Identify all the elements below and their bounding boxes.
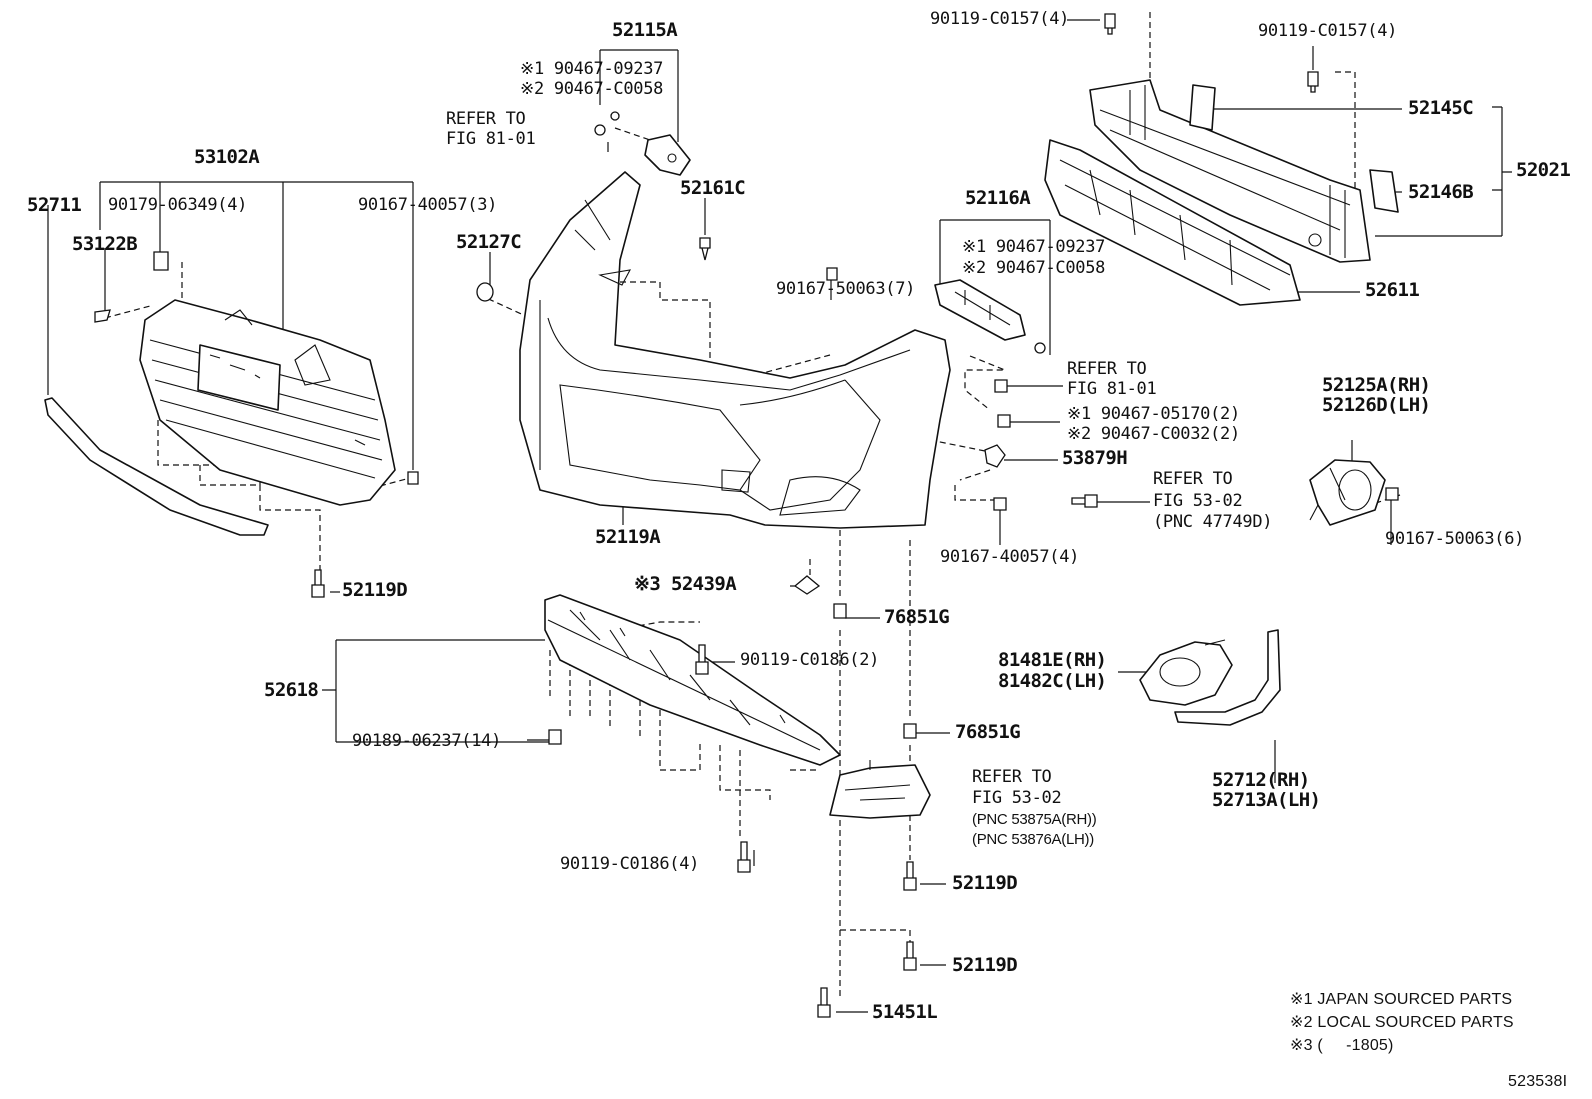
label-90167-40057-3: 90167-40057(3)	[358, 195, 498, 215]
label-51451L: 51451L	[872, 1001, 938, 1023]
fog-bracket	[1309, 459, 1386, 526]
label-52712: 52712(RH)	[1212, 769, 1310, 791]
label-90167-40057-4: 90167-40057(4)	[940, 547, 1080, 567]
note-local-sourced: ※2 LOCAL SOURCED PARTS	[1290, 1014, 1514, 1031]
label-52439A: ※3 52439A	[634, 573, 737, 595]
label-90179-06349: 90179-06349(4)	[108, 195, 248, 215]
undercover	[544, 594, 841, 766]
label-52126D: 52126D(LH)	[1322, 394, 1431, 416]
label-52161C: 52161C	[680, 177, 746, 199]
label-pnc-47749d: (PNC 47749D)	[1153, 512, 1273, 532]
side-retainer-lower	[934, 279, 1046, 354]
side-retainer-upper	[594, 111, 691, 176]
group-brackets	[47, 49, 1512, 743]
label-53102A: 53102A	[194, 146, 260, 168]
label-fig-53-02-a: FIG 53-02	[1153, 491, 1243, 511]
label-52127C: 52127C	[456, 231, 522, 253]
label-90119-C0186-2: 90119-C0186(2)	[740, 650, 880, 670]
label-52618: 52618	[264, 679, 319, 701]
label-76851G-a: 76851G	[884, 606, 950, 628]
label-pnc-53876a: (PNC 53876A(LH))	[972, 831, 1094, 848]
label-81482C: 81482C(LH)	[998, 670, 1107, 692]
label-refer-to-b: REFER TO	[1067, 359, 1147, 379]
label-76851G-b: 76851G	[955, 721, 1021, 743]
label-90167-50063-6: 90167-50063(6)	[1385, 529, 1525, 549]
label-90119-C0157-b: 90119-C0157(4)	[1258, 21, 1398, 41]
label-90167-50063-7: 90167-50063(7)	[776, 279, 916, 299]
label-52021: 52021	[1516, 159, 1571, 181]
under-bracket	[829, 760, 931, 819]
label-refer-to-d: REFER TO	[972, 767, 1052, 787]
label-refer-to-c: REFER TO	[1153, 469, 1233, 489]
label-pnc-53875a: (PNC 53875A(RH))	[972, 811, 1097, 828]
label-52119A: 52119A	[595, 526, 661, 548]
label-90119-C0186-4: 90119-C0186(4)	[560, 854, 700, 874]
label-52145C: 52145C	[1408, 97, 1474, 119]
label-52119D-low: 52119D	[952, 954, 1018, 976]
label-52115A: 52115A	[612, 19, 678, 41]
label-90467-C0032: ※2 90467-C0032(2)	[1067, 424, 1240, 444]
label-90189-06237: 90189-06237(14)	[352, 731, 502, 751]
label-fig-81-01-b: FIG 81-01	[1067, 379, 1157, 399]
label-52119D-left: 52119D	[342, 579, 408, 601]
label-53122B: 53122B	[72, 233, 138, 255]
label-90467-C0058-a: ※2 90467-C0058	[520, 79, 664, 99]
label-refer-to-a: REFER TO	[446, 109, 526, 129]
label-90467-09237-a: ※1 90467-09237	[520, 59, 664, 79]
grille-molding	[44, 397, 269, 536]
label-52711: 52711	[27, 194, 82, 216]
label-52125A: 52125A(RH)	[1322, 374, 1431, 396]
label-52116A: 52116A	[965, 187, 1031, 209]
label-90467-09237-b: ※1 90467-09237	[962, 237, 1106, 257]
label-53879H: 53879H	[1062, 447, 1128, 469]
label-90467-05170: ※1 90467-05170(2)	[1067, 404, 1240, 424]
label-fig-81-01-a: FIG 81-01	[446, 129, 536, 149]
fasteners	[94, 13, 1399, 1018]
label-52611: 52611	[1365, 279, 1420, 301]
label-52713A: 52713A(LH)	[1212, 789, 1321, 811]
label-fig-53-02-b: FIG 53-02	[972, 788, 1062, 808]
bumper-reinforcement	[1044, 79, 1399, 306]
fog-cover	[1139, 639, 1233, 706]
label-81481E: 81481E(RH)	[998, 649, 1107, 671]
label-90467-C0058-b: ※2 90467-C0058	[962, 258, 1106, 278]
figure-id: 523538I	[1508, 1073, 1568, 1090]
bumper-cover	[519, 171, 951, 529]
label-52119D-mid: 52119D	[952, 872, 1018, 894]
label-90119-C0157-a: 90119-C0157(4)	[930, 9, 1070, 29]
note-japan-sourced: ※1 JAPAN SOURCED PARTS	[1290, 991, 1513, 1008]
fog-moulding	[1174, 629, 1281, 726]
grille	[139, 299, 396, 506]
note-date-range: ※3 ( -1805)	[1290, 1037, 1394, 1054]
label-52146B: 52146B	[1408, 181, 1474, 203]
